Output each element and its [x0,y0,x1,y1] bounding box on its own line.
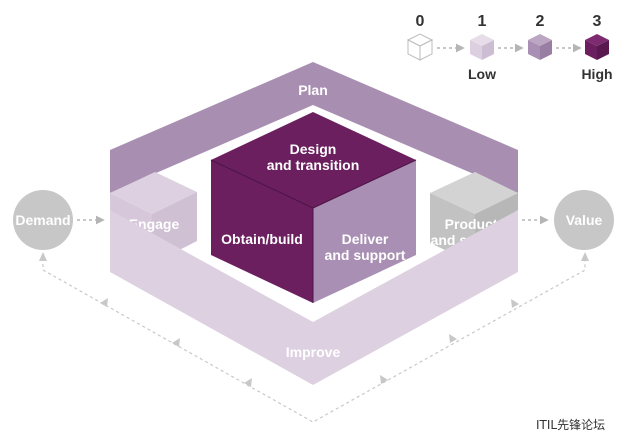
obtain-build-label: Obtain/build [221,231,303,247]
scale-high-label: High [581,66,612,82]
watermark-text: ITIL先锋论坛 [536,418,606,432]
scale-level-2-number: 2 [536,13,545,30]
deliver-label-line2: and support [325,247,406,263]
scale-level-0-number: 0 [416,13,425,30]
plan-band [110,62,518,193]
scale-level-3-number: 3 [593,13,602,30]
scale-level-2-cube [528,34,552,60]
intensity-scale-legend: 0 1 2 3 Low High [406,13,613,82]
deliver-support-face [313,160,416,303]
scale-level-0-cube [406,33,434,61]
improve-label: Improve [286,344,341,360]
scale-level-1-number: 1 [478,13,487,30]
scale-low-label: Low [468,66,496,82]
obtain-build-face [211,160,313,303]
scale-level-1-cube [470,34,494,60]
design-label-line1: Design [290,141,337,157]
improve-band [110,210,518,385]
deliver-label-line1: Deliver [342,231,389,247]
plan-label: Plan [298,82,328,98]
central-cube [210,112,417,303]
scale-level-3-cube [585,34,609,60]
feedback-loop-arrowheads [39,252,589,387]
demand-circle [13,190,73,250]
design-label-line2: and transition [267,157,360,173]
feedback-loop [42,258,586,423]
value-circle [554,190,614,250]
value-label: Value [566,212,603,228]
demand-label: Demand [15,212,70,228]
